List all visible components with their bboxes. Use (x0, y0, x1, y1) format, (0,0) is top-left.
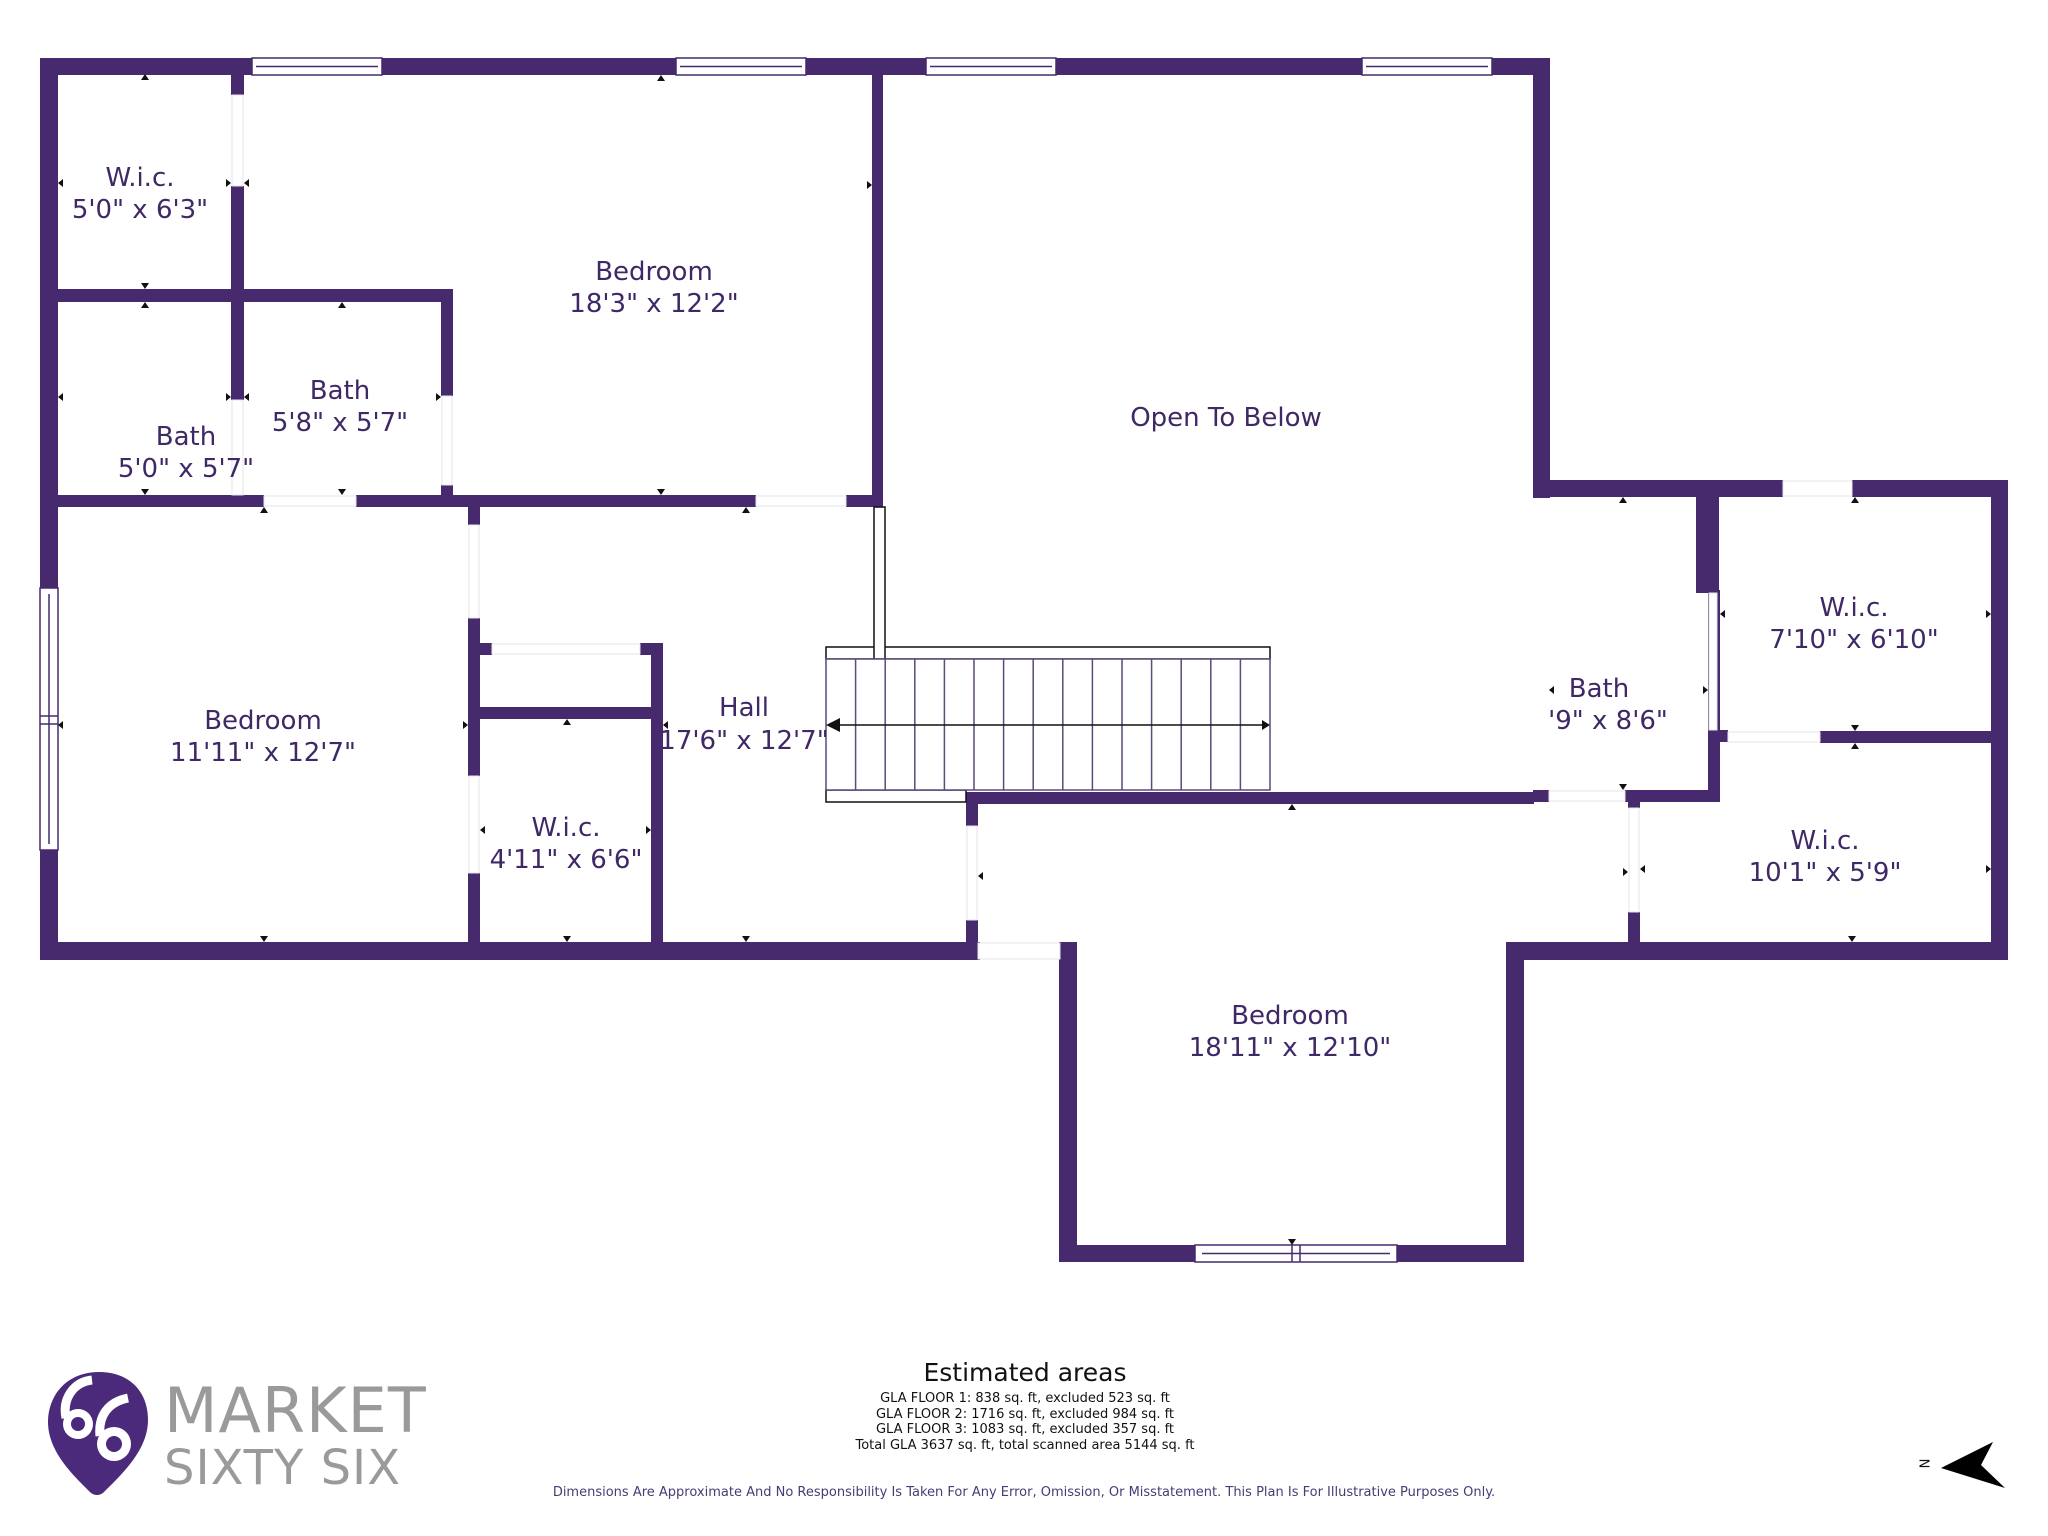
window-top-4 (1361, 57, 1493, 76)
area-line: GLA FLOOR 1: 838 sq. ft, excluded 523 sq… (880, 1391, 1170, 1406)
room-name: W.i.c. (105, 163, 174, 193)
room-bedroom-top: Bedroom 18'3" x 12'2" (569, 257, 738, 319)
room-dims: 10'1" x 5'9" (1749, 858, 1902, 888)
estimated-areas-title: Estimated areas (923, 1358, 1127, 1387)
window-top-2 (675, 57, 807, 76)
room-name: Bedroom (595, 257, 713, 287)
room-dims: 18'3" x 12'2" (569, 289, 738, 319)
room-dims: 18'11" x 12'10" (1189, 1033, 1391, 1063)
room-dims: 5'0" x 5'7" (118, 454, 254, 484)
window-top-3 (925, 57, 1057, 76)
room-wic-middle: W.i.c. 4'11" x 6'6" (490, 813, 643, 875)
location-pin-66-icon (48, 1372, 148, 1495)
room-name: W.i.c. (531, 813, 600, 843)
north-arrow-icon (1941, 1442, 2005, 1488)
room-bath-left: Bath 5'0" x 5'7" (118, 422, 254, 484)
room-wic-right-top: W.i.c. 7'10" x 6'10" (1769, 593, 1938, 655)
room-wic-top-left: W.i.c. 5'0" x 6'3" (72, 163, 208, 225)
logo-text-market: MARKET (164, 1374, 427, 1447)
window-bottom (1194, 1244, 1398, 1263)
area-line: GLA FLOOR 3: 1083 sq. ft, excluded 357 s… (875, 1422, 1175, 1437)
room-name: Bedroom (204, 706, 322, 736)
room-name: Open To Below (1130, 403, 1322, 433)
disclaimer: Dimensions Are Approximate And No Respon… (552, 1485, 1496, 1500)
door-openings (231, 94, 1853, 960)
walls (40, 58, 2008, 1262)
room-name: Bedroom (1231, 1001, 1349, 1031)
window-top-1 (251, 57, 383, 76)
room-name: Hall (719, 693, 769, 723)
stair-arrow-left-icon (826, 718, 840, 732)
area-line: GLA FLOOR 2: 1716 sq. ft, excluded 984 s… (875, 1406, 1175, 1422)
room-dims: 4'11" x 6'6" (490, 845, 643, 875)
room-dims: '9" x 8'6" (1548, 706, 1668, 736)
room-name: W.i.c. (1790, 826, 1859, 856)
room-bedroom-left: Bedroom 11'11" x 12'7" (170, 706, 356, 768)
staircase (825, 506, 1271, 803)
market-sixty-six-logo: MARKET SIXTY SIX (44, 1368, 427, 1498)
room-name: Bath (156, 422, 216, 452)
measurement-ticks (58, 74, 1991, 1245)
compass: N (1915, 1432, 2015, 1492)
area-line: Total GLA 3637 sq. ft, total scanned are… (855, 1437, 1195, 1453)
room-name: Bath (1569, 674, 1629, 704)
room-open-to-below: Open To Below (1130, 403, 1322, 433)
room-hall: Hall 17'6" x 12'7" (659, 693, 828, 756)
room-name: W.i.c. (1819, 593, 1888, 623)
room-dims: 5'8" x 5'7" (272, 408, 408, 438)
logo-text-sixty-six: SIXTY SIX (164, 1440, 402, 1496)
room-bath-center: Bath 5'8" x 5'7" (272, 376, 408, 438)
room-dims: 11'11" x 12'7" (170, 738, 356, 768)
room-bedroom-bottom: Bedroom 18'11" x 12'10" (1189, 1001, 1391, 1063)
room-bath-right: Bath '9" x 8'6" (1548, 674, 1668, 736)
room-dims: 5'0" x 6'3" (72, 195, 208, 225)
window-left (39, 587, 59, 851)
room-wic-right-bottom: W.i.c. 10'1" x 5'9" (1749, 826, 1902, 888)
room-dims: 7'10" x 6'10" (1769, 625, 1938, 655)
room-labels: W.i.c. 5'0" x 6'3" Bedroom 18'3" x 12'2"… (72, 163, 1939, 1063)
room-dims: 17'6" x 12'7" (659, 726, 828, 756)
windows (39, 57, 1493, 1263)
estimated-areas: Estimated areas GLA FLOOR 1: 838 sq. ft,… (780, 1358, 1270, 1453)
room-name: Bath (310, 376, 370, 406)
